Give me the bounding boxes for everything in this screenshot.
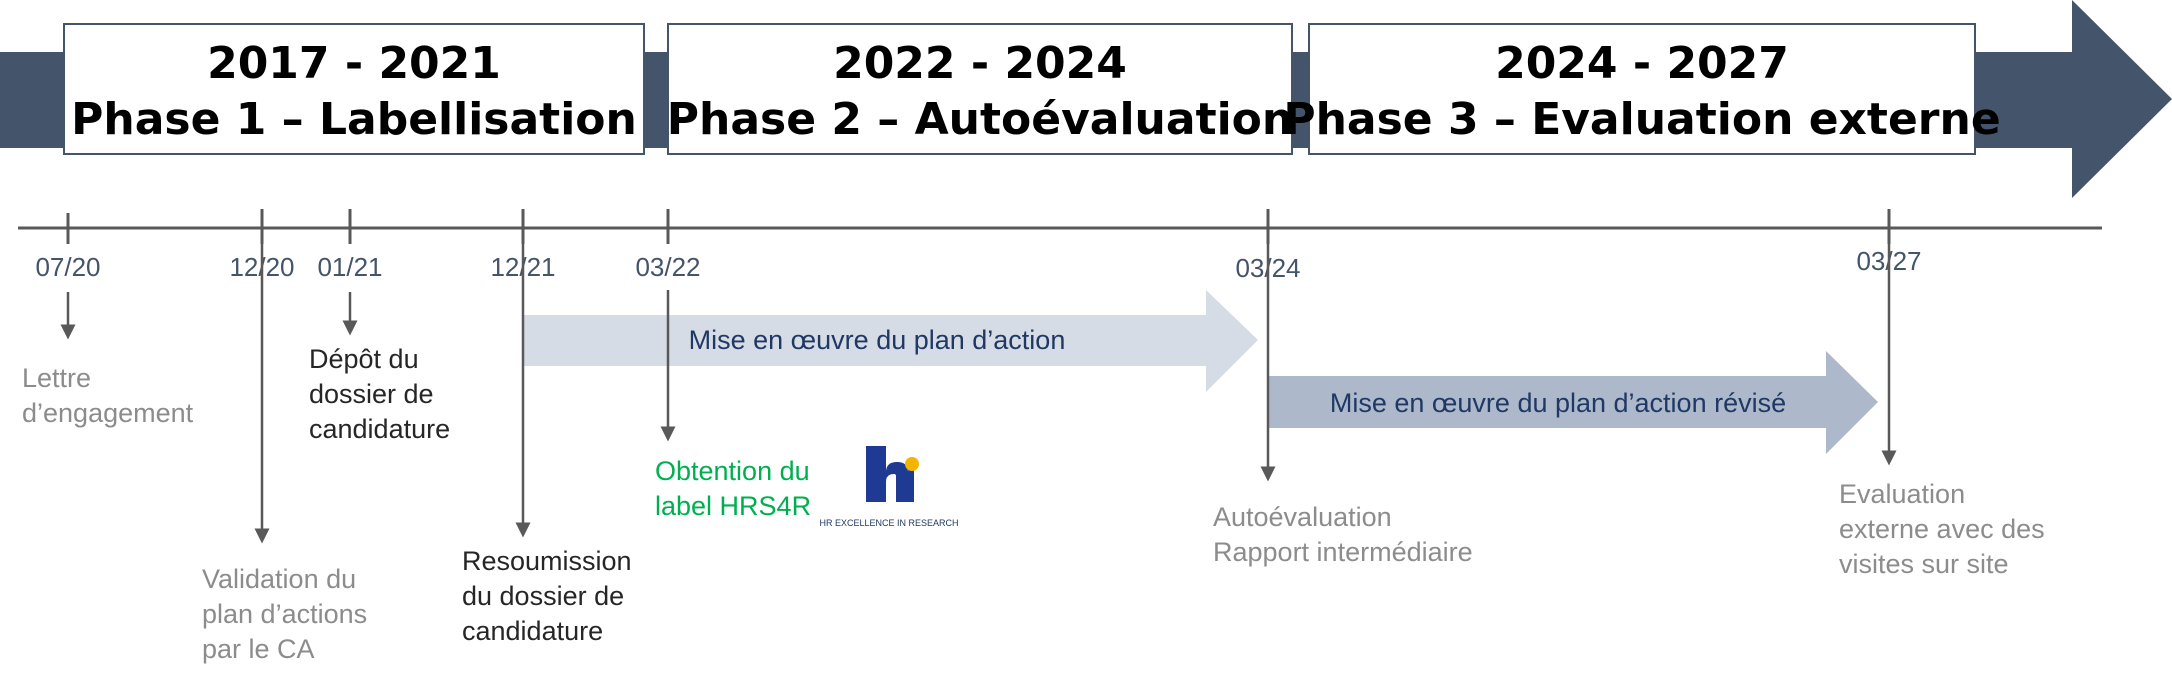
event-line: Lettre: [22, 363, 91, 393]
phase-box-1: 2017 - 2021 Phase 1 – Labellisation: [63, 23, 645, 155]
band-plan-revise-label: Mise en œuvre du plan d’action révisé: [1330, 388, 1786, 418]
event-line: du dossier de: [462, 581, 624, 611]
event-line: candidature: [309, 414, 450, 444]
event-line: candidature: [462, 616, 603, 646]
event-obtention: Obtention du label HRS4R: [655, 456, 811, 521]
phase-1-name: Phase 1 – Labellisation: [71, 94, 637, 145]
band-plan-label: Mise en œuvre du plan d’action: [689, 325, 1066, 355]
event-line: Evaluation: [1839, 479, 1965, 509]
event-line: dossier de: [309, 379, 434, 409]
date-label: 07/20: [35, 252, 100, 282]
hr-excellence-logo: HR EXCELLENCE IN RESEARCH: [819, 446, 959, 528]
phase-3-years: 2024 - 2027: [1495, 38, 1789, 89]
event-autoevaluation: Autoévaluation Rapport intermédiaire: [1213, 502, 1473, 567]
phase-box-2: 2022 - 2024 Phase 2 – Autoévaluation: [667, 23, 1293, 155]
event-line: Resoumission: [462, 546, 632, 576]
phase-box-3: 2024 - 2027 Phase 3 – Evaluation externe: [1283, 23, 2001, 155]
event-validation: Validation du plan d’actions par le CA: [202, 564, 367, 664]
event-line: Obtention du: [655, 456, 810, 486]
date-label: 01/21: [317, 252, 382, 282]
event-line: Dépôt du: [309, 344, 419, 374]
phase-3-name: Phase 3 – Evaluation externe: [1283, 94, 2000, 145]
phase-2-name: Phase 2 – Autoévaluation: [667, 94, 1293, 145]
event-line: Rapport intermédiaire: [1213, 537, 1473, 567]
band-arrow-plan-revise: [1268, 351, 1878, 454]
event-line: par le CA: [202, 634, 315, 664]
event-resoumission: Resoumission du dossier de candidature: [462, 546, 632, 646]
event-line: Autoévaluation: [1213, 502, 1392, 532]
event-arrows: [60, 244, 1897, 544]
phase-1-years: 2017 - 2021: [207, 38, 501, 89]
timeline-ticks: [66, 209, 1891, 244]
logo-caption: HR EXCELLENCE IN RESEARCH: [819, 518, 958, 528]
phase-2-years: 2022 - 2024: [833, 38, 1127, 89]
event-line: label HRS4R: [655, 491, 811, 521]
band-arrow-plan: [523, 290, 1258, 392]
event-line: Validation du: [202, 564, 356, 594]
event-lettre: Lettre d’engagement: [22, 363, 194, 428]
event-line: visites sur site: [1839, 549, 2009, 579]
event-line: plan d’actions: [202, 599, 367, 629]
date-label: 03/22: [635, 252, 700, 282]
event-line: d’engagement: [22, 398, 194, 428]
event-evaluation: Evaluation externe avec des visites sur …: [1839, 479, 2045, 579]
event-line: externe avec des: [1839, 514, 2045, 544]
event-depot: Dépôt du dossier de candidature: [309, 344, 450, 444]
